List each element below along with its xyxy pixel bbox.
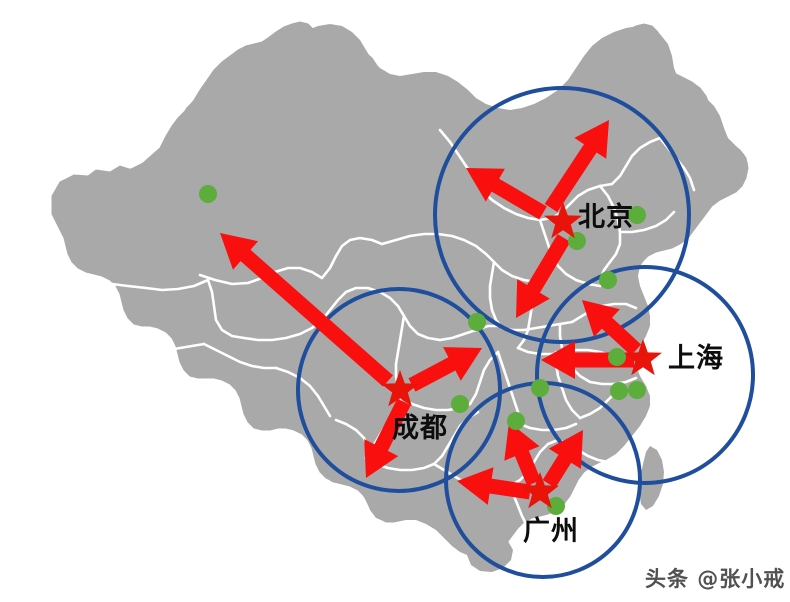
hainan-island-shape	[467, 536, 513, 572]
dot-zhejiang	[610, 382, 628, 400]
influence-circle-beijing	[433, 86, 691, 344]
influence-circle-chengdu	[296, 287, 502, 493]
city-label-guangzhou: 广州	[523, 516, 579, 547]
chengdu-arrow-northwest	[220, 233, 393, 387]
shanghai-arrow-west	[541, 341, 634, 379]
dot-chongqing	[451, 395, 469, 413]
beijing-arrow-northwest	[466, 168, 547, 220]
influence-circle-shanghai	[535, 265, 755, 485]
hub-star-chengdu	[381, 370, 419, 407]
dot-dongguan	[547, 497, 565, 515]
dot-ningbo	[628, 381, 646, 399]
hub-star-guangzhou	[521, 472, 559, 509]
beijing-arrow-south	[516, 234, 571, 318]
dot-northeast	[628, 206, 646, 224]
chengdu-arrow-southwest	[364, 398, 411, 478]
beijing-arrow-northeast	[544, 120, 609, 213]
dot-jiangsu	[608, 348, 626, 366]
hub-stars-group	[381, 202, 662, 509]
dot-central-1	[468, 313, 486, 331]
dot-shandong	[599, 271, 617, 289]
city-label-beijing: 北京	[578, 202, 634, 233]
hub-star-beijing	[544, 202, 582, 239]
shanghai-arrow-northwest	[582, 300, 642, 356]
hub-star-shanghai	[624, 339, 662, 376]
guangzhou-arrow-northeast	[542, 430, 583, 488]
dot-urumqi	[199, 185, 217, 203]
guangzhou-arrow-west	[457, 467, 532, 505]
guangzhou-arrow-north	[504, 422, 541, 486]
chengdu-arrow-northeast	[408, 347, 482, 392]
arrows-group	[220, 120, 642, 505]
city-label-chengdu: 成都	[392, 413, 448, 444]
dot-central-2	[531, 379, 549, 397]
city-label-shanghai: 上海	[668, 343, 724, 374]
watermark-text: 头条 @张小戒	[645, 567, 786, 591]
taiwan-island-shape	[639, 446, 664, 510]
dot-hunan	[507, 412, 525, 430]
